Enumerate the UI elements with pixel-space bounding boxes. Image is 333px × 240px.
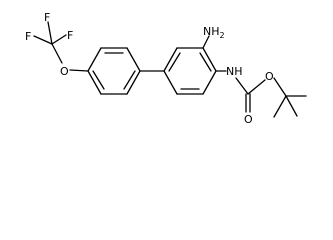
carbamate-nh-label: NH: [226, 65, 243, 78]
bond-o-tbu: [273, 77, 287, 97]
bond-c-f3: [51, 34, 67, 45]
structure-diagram: F F F O NH2 NH O O: [25, 11, 307, 126]
bond-c-f1: [33, 35, 53, 45]
bond-nh-c: [235, 77, 249, 95]
ring1-double-3: [92, 70, 105, 90]
ring1-bond-3: [126, 47, 141, 72]
ring2-double-1: [168, 52, 181, 72]
ester-oxygen-label: O: [265, 70, 274, 83]
ring2-bond-3: [202, 47, 217, 72]
bond-cf3-o: [51, 43, 63, 64]
ring2-bond-4: [202, 70, 217, 95]
ring1-bond-1: [87, 47, 102, 72]
fluorine-label-2: F: [44, 11, 50, 24]
ring1-bond-6: [87, 70, 102, 95]
ring2-double-2: [199, 52, 212, 72]
atom-labels: F F F O NH2 NH O O: [25, 11, 274, 126]
ring1-double-2: [123, 70, 136, 90]
bond-tbu-me2: [273, 95, 287, 118]
bond-tbu-me3: [285, 95, 298, 117]
amino-label: NH2: [203, 25, 225, 40]
ring1-bond-4: [126, 70, 141, 95]
fluorine-label-3: F: [67, 29, 73, 42]
carbonyl-oxygen-label: O: [244, 113, 253, 126]
bond-c-o-ester: [247, 79, 266, 95]
bond-ring-nh2: [202, 35, 210, 49]
bond-c-f2: [47, 21, 53, 45]
bonds: [33, 21, 307, 118]
ether-oxygen-label: O: [60, 65, 69, 78]
fluorine-label-1: F: [25, 30, 31, 43]
ring2-bond-6: [163, 70, 178, 95]
ring2-bond-1: [163, 47, 178, 72]
bond-o-ring1: [69, 69, 89, 72]
